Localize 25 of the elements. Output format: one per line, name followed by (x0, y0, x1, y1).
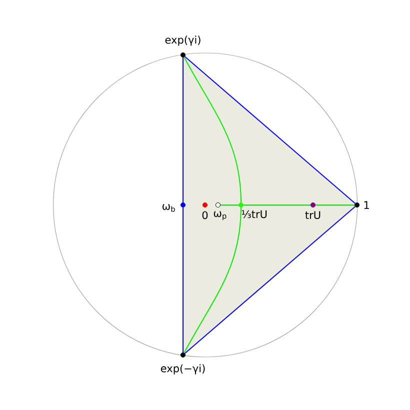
line (220, 204, 239, 206)
point-label: ω$_{b}$ (162, 204, 175, 212)
line (315, 204, 355, 206)
line (184, 56, 242, 203)
point-label: trU (305, 211, 320, 219)
point-label: exp(−γi) (160, 364, 205, 374)
line (184, 207, 242, 354)
point (202, 202, 208, 208)
point-label: ⅓trU (242, 210, 267, 218)
point-label: ω$_{p}$ (214, 211, 226, 220)
point-label: 1 (364, 201, 369, 209)
point (310, 202, 316, 208)
line (184, 56, 356, 204)
point (354, 202, 360, 208)
point (238, 202, 244, 208)
point-label: exp(γi) (165, 36, 200, 46)
point (180, 352, 186, 358)
point (216, 202, 220, 208)
point-label: 0 (202, 211, 208, 220)
line (182, 57, 184, 203)
point (180, 52, 186, 58)
line (184, 206, 356, 354)
point (180, 202, 186, 208)
line (182, 207, 184, 353)
line (243, 204, 311, 206)
